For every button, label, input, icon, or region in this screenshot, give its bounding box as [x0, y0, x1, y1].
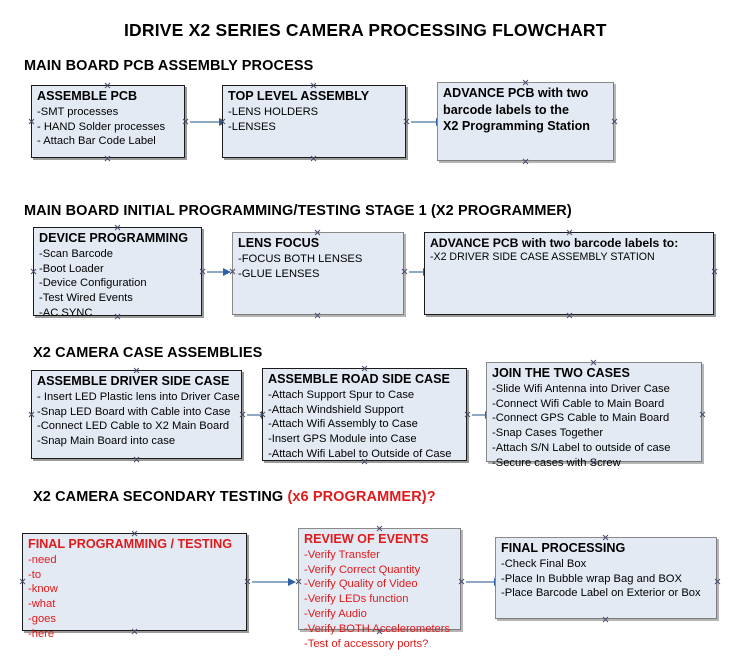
node-title: FINAL PROCESSING [501, 541, 626, 555]
node-line: -know [28, 583, 58, 596]
section-heading-4-main: X2 CAMERA SECONDARY TESTING [33, 489, 288, 505]
node-line: -Scan Barcode [39, 247, 114, 260]
node-line: -Place In Bubble wrap Bag and BOX [501, 572, 682, 585]
node-line: -LENS HOLDERS [228, 105, 319, 118]
node-line: - Attach Bar Code Label [37, 135, 156, 148]
node-assemble-pcb[interactable]: ASSEMBLE PCB -SMT processes - HAND Solde… [31, 85, 185, 158]
node-line: -what [28, 598, 56, 611]
node-line: -Attach Wifi Label to Outside of Case [268, 447, 452, 460]
node-title: FINAL PROGRAMMING / TESTING [28, 537, 233, 551]
node-assemble-road-side-case[interactable]: ASSEMBLE ROAD SIDE CASE -Attach Support … [262, 368, 467, 461]
node-review-of-events[interactable]: REVIEW OF EVENTS -Verify Transfer -Verif… [298, 528, 461, 650]
connector-arrow [252, 577, 296, 586]
node-title: LENS FOCUS [238, 236, 320, 250]
node-line: -Verify LEDs function [304, 593, 409, 606]
node-line-overflow: -Test of accessory ports? [304, 637, 429, 650]
connector-arrow [472, 410, 493, 419]
node-title: REVIEW OF EVENTS [304, 532, 429, 546]
node-title: ADVANCE PCB with two barcode labels to: [430, 236, 679, 250]
node-advance-pcb-driver-side-station[interactable]: ADVANCE PCB with two barcode labels to: … [424, 232, 714, 315]
node-title: ASSEMBLE ROAD SIDE CASE [268, 372, 450, 386]
node-line: -AC SYNC [39, 306, 93, 319]
node-line: -Attach S/N Label to outside of case [492, 441, 671, 454]
node-assemble-driver-side-case[interactable]: ASSEMBLE DRIVER SIDE CASE - Insert LED P… [31, 370, 242, 459]
node-line: -Snap Cases Together [492, 427, 604, 440]
node-line: -Attach Wifi Assembly to Case [268, 418, 418, 431]
node-top-level-assembly[interactable]: TOP LEVEL ASSEMBLY -LENS HOLDERS -LENSES [222, 85, 406, 158]
node-line: -Connect GPS Cable to Main Board [492, 412, 670, 425]
node-line: -Insert GPS Module into Case [268, 433, 417, 446]
node-title-line: barcode labels to the [443, 102, 569, 117]
node-line: -Attach Support Spur to Case [268, 388, 415, 401]
section-heading-3: X2 CAMERA CASE ASSEMBLIES [33, 345, 263, 361]
section-heading-2: MAIN BOARD INITIAL PROGRAMMING/TESTING S… [24, 203, 572, 219]
node-line: -Secure cases with Screw [492, 456, 621, 469]
node-line: -Boot Loader [39, 262, 104, 275]
node-line: -GLUE LENSES [238, 267, 320, 280]
node-final-programming-testing[interactable]: FINAL PROGRAMMING / TESTING -need -to -k… [22, 533, 247, 640]
node-line: -Verify Correct Quantity [304, 563, 421, 576]
node-final-processing[interactable]: FINAL PROCESSING -Check Final Box -Place… [495, 537, 717, 619]
node-line: - Insert LED Plastic lens into Driver Ca… [37, 390, 240, 403]
connector-arrow [190, 117, 227, 126]
node-line: -Verify Quality of Video [304, 578, 418, 591]
node-title: JOIN THE TWO CASES [492, 366, 630, 380]
connector-arrow [247, 410, 269, 419]
node-line: -Test Wired Events [39, 292, 133, 305]
node-line: -SMT processes [37, 105, 119, 118]
node-line: -Verify Audio [304, 607, 367, 620]
node-line: -FOCUS BOTH LENSES [238, 252, 363, 265]
node-line: -Attach Windshield Support [268, 403, 404, 416]
node-line: -Snap LED Board with Cable into Case [37, 405, 231, 418]
node-line: -need [28, 553, 57, 566]
page-title: IDRIVE X2 SERIES CAMERA PROCESSING FLOWC… [124, 20, 607, 40]
section-heading-1: MAIN BOARD PCB ASSEMBLY PROCESS [24, 58, 314, 74]
node-line: -Device Configuration [39, 277, 147, 290]
node-line: -Connect LED Cable to X2 Main Board [37, 420, 230, 433]
node-lens-focus[interactable]: LENS FOCUS -FOCUS BOTH LENSES -GLUE LENS… [232, 232, 404, 315]
connector-arrow [207, 267, 231, 276]
node-line: -Connect Wifi Cable to Main Board [492, 397, 665, 410]
connector-arrow [411, 117, 444, 126]
connector-arrow [466, 577, 502, 586]
node-line: -X2 DRIVER SIDE CASE ASSEMBLY STATION [430, 251, 655, 264]
node-title: DEVICE PROGRAMMING [39, 231, 189, 245]
node-line: -LENSES [228, 120, 276, 133]
node-title: ASSEMBLE PCB [37, 89, 138, 103]
section-heading-4: X2 CAMERA SECONDARY TESTING (x6 PROGRAMM… [33, 489, 436, 505]
node-line: -Verify Transfer [304, 548, 380, 561]
node-line: - HAND Solder processes [37, 120, 166, 133]
node-line: -Snap Main Board into case [37, 435, 176, 448]
node-advance-pcb-programming-station[interactable]: ADVANCE PCB with two barcode labels to t… [437, 82, 614, 161]
node-line: -goes [28, 612, 56, 625]
node-line: -Verify BOTH Accelerometers [304, 622, 451, 635]
node-title-line: X2 Programming Station [443, 119, 590, 134]
node-line: -here [28, 627, 55, 640]
section-heading-4-accent: (x6 PROGRAMMER)? [287, 489, 436, 505]
node-join-the-two-cases[interactable]: JOIN THE TWO CASES -Slide Wifi Antenna i… [486, 362, 702, 469]
node-line: -Place Barcode Label on Exterior or Box [501, 587, 701, 600]
node-line: -Slide Wifi Antenna into Driver Case [492, 382, 670, 395]
node-title: ASSEMBLE DRIVER SIDE CASE [37, 374, 230, 388]
node-title: ADVANCE PCB with two [443, 86, 589, 100]
node-line: -Check Final Box [501, 557, 587, 570]
connector-arrow [409, 267, 431, 276]
node-device-programming[interactable]: DEVICE PROGRAMMING -Scan Barcode -Boot L… [33, 227, 202, 319]
node-line: -to [28, 568, 42, 581]
node-title: TOP LEVEL ASSEMBLY [228, 89, 370, 103]
